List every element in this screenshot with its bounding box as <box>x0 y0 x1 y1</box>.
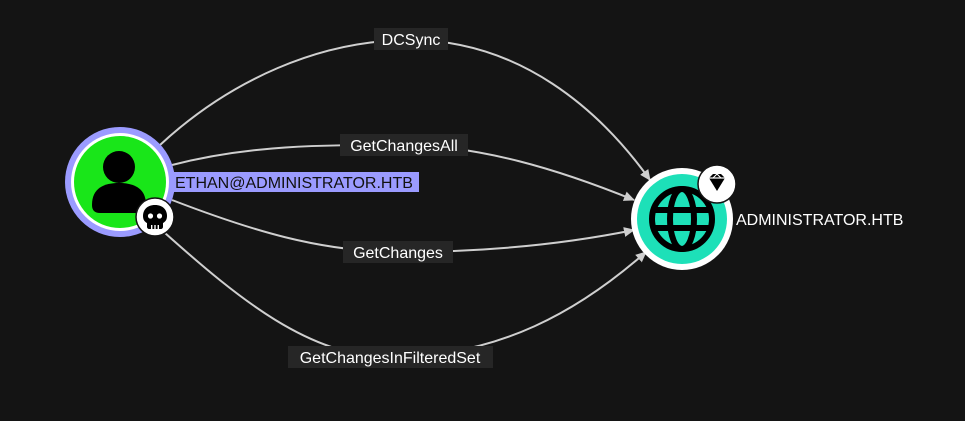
edge-label-dcsync[interactable]: DCSync <box>374 28 448 50</box>
edge-label-text: GetChangesInFilteredSet <box>300 350 481 367</box>
edge-label-text: GetChanges <box>353 245 443 262</box>
user-node[interactable] <box>65 127 175 237</box>
user-node-label[interactable]: ETHAN@ADMINISTRATOR.HTB <box>173 172 419 192</box>
domain-node[interactable] <box>631 164 737 270</box>
user-icon <box>92 151 146 213</box>
edge-label-text: GetChangesAll <box>350 138 458 155</box>
domain-node-label[interactable]: ADMINISTRATOR.HTB <box>736 212 903 229</box>
edge-label-getchanges[interactable]: GetChanges <box>343 241 453 263</box>
edges <box>159 38 651 359</box>
edge-label-getchangesinfilteredset[interactable]: GetChangesInFilteredSet <box>288 346 493 368</box>
gem-icon <box>697 164 737 204</box>
edge-label-text: DCSync <box>382 32 441 49</box>
edge-label-getchangesall[interactable]: GetChangesAll <box>340 134 468 156</box>
edge-dcsync[interactable] <box>159 38 651 181</box>
user-node-label-text: ETHAN@ADMINISTRATOR.HTB <box>175 175 413 192</box>
skull-icon <box>135 197 175 237</box>
globe-icon <box>649 186 715 252</box>
